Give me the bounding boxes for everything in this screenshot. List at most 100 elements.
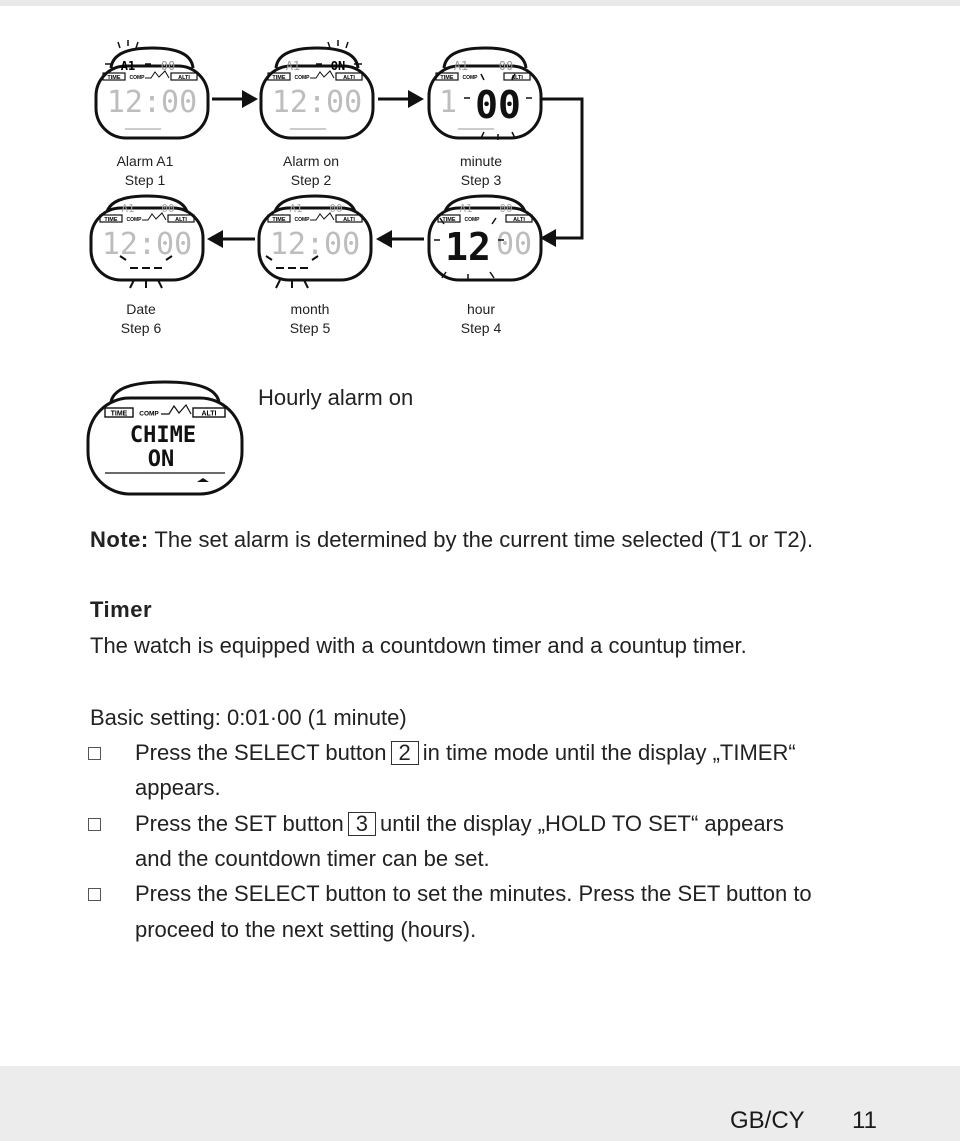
caption-label: minute [459,153,503,169]
caption-step: Step 6 [120,320,162,336]
comp-label: COMP [465,217,481,223]
note-text: The set alarm is determined by the curre… [148,527,814,552]
comp-label: COMP [139,411,159,418]
lcd-top-left: A1 [286,59,300,73]
lcd-main: 12:00 [102,227,192,262]
bullet-3-line-1: Press the SELECT button to set the minut… [135,881,812,906]
alti-label: ALTI [343,217,355,223]
bullet-1-text: Press the SELECT button [135,740,387,765]
lcd-top-left: A1 [289,202,302,215]
caption-step-5: month Step 5 [250,300,370,338]
lcd-top-right: 00 [161,59,175,73]
time-label: TIME [440,75,453,81]
watch-step-3: TIME COMP ALTI A1 00 1 00 [426,40,544,150]
arrow-left-icon [376,230,424,248]
comp-label: COMP [295,75,311,81]
caption-label: Alarm A1 [116,153,174,169]
connector-arrow-icon [540,97,584,247]
caption-label: month [290,301,330,317]
bullet-2-line-2: and the countdown timer can be set. [135,846,490,871]
caption-step-2: Alarm on Step 2 [251,152,371,190]
bullet-1-line-2: appears. [135,775,221,800]
caption-label: Date [126,301,156,317]
caption-step-4: hour Step 4 [421,300,541,338]
page-number: 11 [852,1107,877,1134]
bullet-checkbox-icon [88,888,101,901]
caption-step-6: Date Step 6 [81,300,201,338]
watch-step-4: TIME COMP ALTI A1 00 12 00 [426,188,544,298]
chime-title: Hourly alarm on [258,385,414,410]
time-label: TIME [104,217,117,223]
note-line: Note: The set alarm is determined by the… [90,527,813,553]
svg-text:00: 00 [496,227,532,262]
basic-setting: Basic setting: 0:01·00 (1 minute) [90,705,407,730]
timer-heading: Timer [90,597,153,622]
chime-line-1: CHIME [130,423,196,448]
caption-step: Step 3 [460,172,502,188]
caption-step: Step 1 [124,172,166,188]
select-key-badge: 2 [390,741,419,765]
lcd-top-right: 00 [499,59,513,73]
caption-step: Step 4 [460,320,502,336]
lcd-main: 12:00 [107,85,197,120]
lcd-main: 12 [445,225,491,269]
watch-step-6: TIME COMP ALTI A1 00 12:00 [88,188,206,298]
blink-marks [434,217,504,280]
comp-label: COMP [130,75,146,81]
comp-label: COMP [127,217,143,223]
caption-label: hour [466,301,496,317]
bullet-2-text: Press the SET button [135,811,344,836]
caption-step: Step 5 [289,320,331,336]
lcd-top-left: A1 [454,59,468,73]
time-label: TIME [272,217,285,223]
lcd-top-right: 00 [329,202,342,215]
lcd-main: 12:00 [270,227,360,262]
comp-label: COMP [463,75,479,81]
lcd-top-right: ON [331,59,345,73]
alti-label: ALTI [343,75,355,81]
watch-step-2: TIME COMP ALTI A1 ON 12:00 [258,40,376,150]
bullet-checkbox-icon [88,818,101,831]
time-label: TIME [272,75,285,81]
set-key-badge: 3 [347,812,376,836]
time-label: TIME [111,411,128,418]
caption-step-3: minute Step 3 [421,152,541,190]
timer-description: The watch is equipped with a countdown t… [90,633,747,658]
time-label: TIME [442,217,455,223]
watch-chime: TIME COMP ALTI CHIME ON [85,378,245,500]
lcd-main: 12:00 [272,85,362,120]
bullet-1-text-cont: in time mode until the display „TIMER“ [422,740,796,765]
alti-label: ALTI [175,217,187,223]
alti-label: ALTI [511,75,523,81]
blink-marks [265,255,319,289]
blink-marks [105,40,151,65]
blink-marks [464,73,532,140]
alti-label: ALTI [201,411,216,418]
alti-label: ALTI [513,217,525,223]
svg-text:1: 1 [439,85,457,120]
bullet-checkbox-icon [88,747,101,760]
watch-step-5: TIME COMP ALTI A1 00 12:00 [256,188,374,298]
blink-marks [119,255,173,289]
arrow-right-icon [212,90,258,108]
caption-step-1: Alarm A1 Step 1 [85,152,205,190]
chime-line-2: ON [148,447,175,472]
bell-icon [197,478,209,482]
caption-step: Step 2 [290,172,332,188]
lcd-top-right: 00 [499,202,512,215]
footer-language: GB/CY [730,1107,805,1134]
lcd-top-left: A1 [121,59,135,73]
lcd-top-left: A1 [459,202,472,215]
arrow-left-icon [207,230,255,248]
caption-label: Alarm on [282,153,340,169]
blink-marks [316,40,362,65]
page-footer [0,1066,960,1141]
lcd-top-right: 00 [161,202,174,215]
alti-label: ALTI [178,75,190,81]
bullet-2-text-cont: until the display „HOLD TO SET“ appears [379,811,784,836]
lcd-top-left: A1 [121,202,134,215]
lcd-main: 00 [475,83,521,127]
watch-step-1: TIME COMP ALTI A1 00 12:00 [93,40,211,150]
